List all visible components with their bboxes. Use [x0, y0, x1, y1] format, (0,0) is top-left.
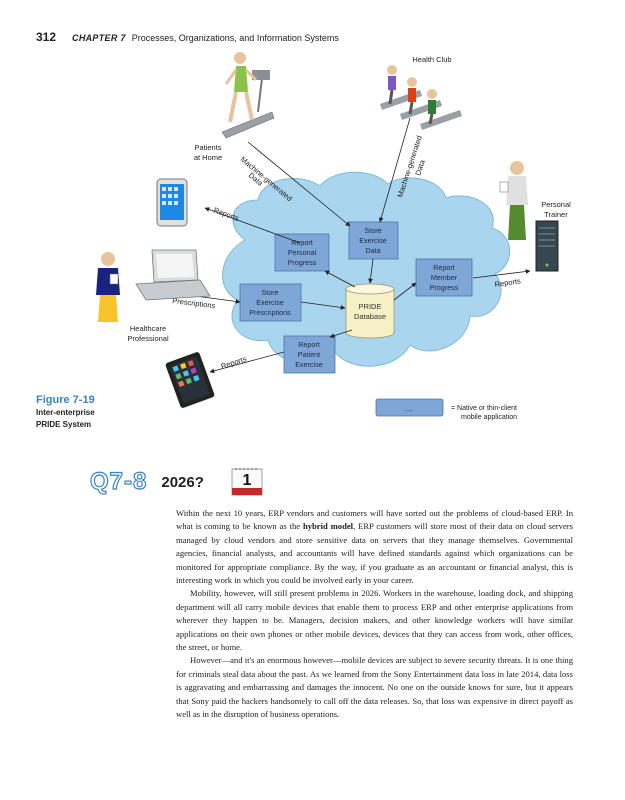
figure-caption-line: PRIDE System	[36, 420, 92, 429]
page-number: 312	[36, 30, 57, 44]
box-store-exercise-prescriptions: Store Exercise Prescriptions	[239, 283, 302, 322]
healthcare-label: Healthcare	[130, 324, 166, 333]
healthcare-professional-illustration	[96, 252, 120, 322]
health-club-label: Health Club	[412, 55, 451, 64]
box-label: Report	[291, 238, 313, 247]
box-label: Personal	[288, 248, 317, 257]
box-label: Prescriptions	[249, 308, 291, 317]
server-illustration	[535, 220, 559, 272]
pride-database-cylinder: PRIDE Database	[345, 283, 395, 339]
legend: ... = Native or thin-client mobile appli…	[375, 398, 517, 421]
patient-treadmill-illustration	[221, 52, 275, 139]
arrow-label-reports: Reports	[212, 205, 240, 223]
box-label: Progress	[288, 258, 317, 267]
arrow-label-reports: Reports	[220, 354, 248, 371]
trainer-label: Trainer	[544, 210, 568, 219]
calendar-day: 1	[243, 472, 252, 489]
paragraph-1: Within the next 10 years, ERP vendors an…	[176, 508, 573, 586]
laptop-illustration	[135, 249, 211, 301]
arrow-label-reports: Reports	[494, 276, 522, 289]
chapter-label: CHAPTER 7	[72, 33, 126, 43]
box-report-patient-exercise: Report Patient Exercise	[283, 335, 336, 374]
legend-box-label: ...	[406, 404, 413, 413]
database-label: Database	[354, 312, 386, 321]
box-label: Exercise	[256, 298, 284, 307]
pride-system-diagram: Report Personal Progress Store Exercise …	[96, 52, 571, 421]
box-label: Data	[365, 246, 380, 255]
box-label: Member	[431, 273, 458, 282]
legend-text: = Native or thin-client	[451, 405, 517, 412]
box-label: Store	[261, 288, 278, 297]
box-report-personal-progress: Report Personal Progress	[274, 233, 330, 272]
box-report-member-progress: Report Member Progress	[415, 258, 473, 297]
trainer-label: Personal	[541, 200, 571, 209]
calendar-icon: 1	[231, 468, 263, 496]
box-label: Report	[433, 263, 455, 272]
box-label: Exercise	[295, 360, 323, 369]
paragraph-2: Mobility, however, will still present pr…	[176, 588, 573, 653]
patients-label: Patients	[194, 143, 221, 152]
healthcare-label: Professional	[127, 334, 169, 343]
page-header: 312 CHAPTER 7 Processes, Organizations, an…	[36, 30, 339, 44]
section-heading: Q7-8 2026?	[89, 467, 204, 496]
section-number: Q7-8	[89, 467, 148, 495]
figure-caption: Figure 7-19 Inter-enterprise PRIDE Syste…	[36, 394, 166, 430]
term-hybrid-model: hybrid model	[302, 521, 354, 532]
database-label: PRIDE	[359, 302, 382, 311]
box-store-exercise-data: Store Exercise Data	[348, 221, 399, 260]
body-text: Within the next 10 years, ERP vendors an…	[176, 507, 573, 722]
box-label: Store	[364, 226, 381, 235]
section-title: 2026?	[161, 473, 204, 491]
box-label: Exercise	[359, 236, 387, 245]
tablet-illustration	[165, 352, 215, 408]
patients-label: at Home	[194, 153, 222, 162]
figure-caption-line: Inter-enterprise	[36, 408, 95, 417]
legend-text: mobile application	[461, 414, 517, 421]
box-label: Progress	[430, 283, 459, 292]
personal-trainer-illustration	[499, 161, 528, 240]
box-label: Report	[298, 340, 320, 349]
health-club-illustration	[380, 65, 462, 130]
smartphone-illustration	[156, 178, 188, 227]
box-label: Patient	[298, 350, 320, 359]
paragraph-3: However—and it's an enormous however—mob…	[176, 655, 573, 720]
chapter-title: Processes, Organizations, and Informatio…	[131, 33, 339, 43]
figure-number: Figure 7-19	[36, 394, 95, 406]
